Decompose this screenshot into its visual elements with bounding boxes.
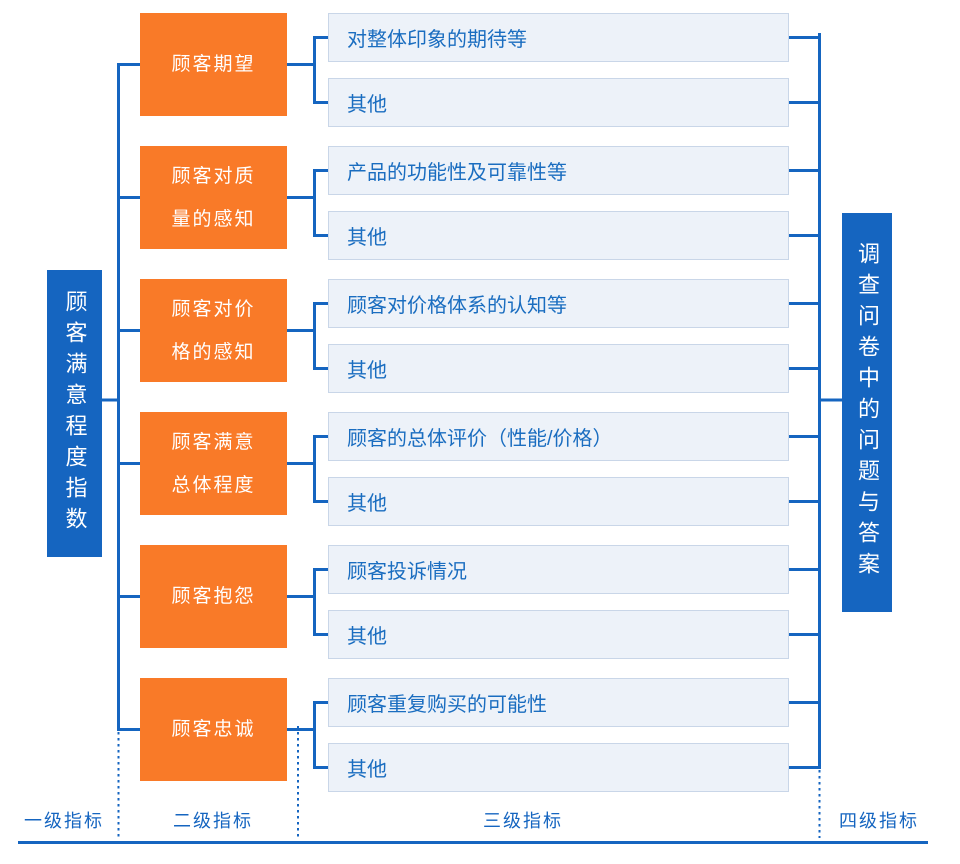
axis-label-level1: 一级指标 <box>24 811 104 831</box>
level2-node-quality: 顾客对质 量的感知 <box>140 146 287 249</box>
level3-node: 顾客重复购买的可能性 <box>328 678 789 727</box>
level3-node: 其他 <box>328 344 789 393</box>
level3-node: 顾客投诉情况 <box>328 545 789 594</box>
level1-node-label: 顾客满意程度指数 <box>62 289 88 538</box>
axis-label-level4: 四级指标 <box>839 811 919 831</box>
level3-node: 其他 <box>328 610 789 659</box>
level3-node: 其他 <box>328 78 789 127</box>
level3-node: 顾客的总体评价（性能/价格） <box>328 412 789 461</box>
level2-node-loyalty: 顾客忠诚 <box>140 678 287 781</box>
level3-node: 其他 <box>328 743 789 792</box>
level1-node: 顾客满意程度指数 <box>47 270 102 557</box>
axis-label-level3: 三级指标 <box>483 811 563 831</box>
level2-node-price: 顾客对价 格的感知 <box>140 279 287 382</box>
level3-node: 对整体印象的期待等 <box>328 13 789 62</box>
level2-node-expectation: 顾客期望 <box>140 13 287 116</box>
level3-node: 顾客对价格体系的认知等 <box>328 279 789 328</box>
level3-node: 其他 <box>328 211 789 260</box>
axis-label-level2: 二级指标 <box>173 811 253 831</box>
level2-node-overall: 顾客满意 总体程度 <box>140 412 287 515</box>
level3-node: 其他 <box>328 477 789 526</box>
level4-node: 调查问卷中的问题与答案 <box>842 213 892 612</box>
level4-node-label: 调查问卷中的问题与答案 <box>855 242 880 583</box>
level2-node-complaint: 顾客抱怨 <box>140 545 287 648</box>
level3-node: 产品的功能性及可靠性等 <box>328 146 789 195</box>
